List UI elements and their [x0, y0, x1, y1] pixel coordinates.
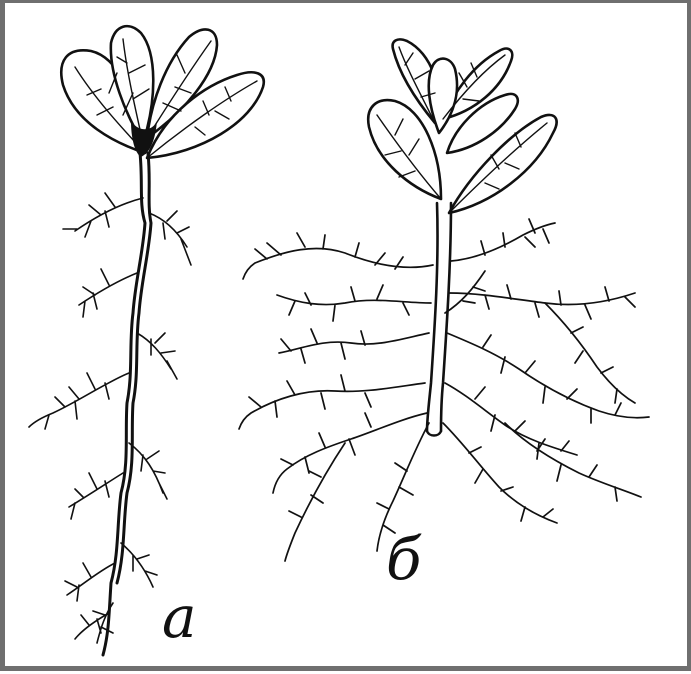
- plant-a-taproot: [29, 26, 264, 655]
- botanical-illustration: [5, 3, 691, 674]
- plant-b-fibrous-roots: [239, 39, 649, 561]
- label-b: б: [386, 530, 421, 588]
- label-a: а: [162, 588, 197, 646]
